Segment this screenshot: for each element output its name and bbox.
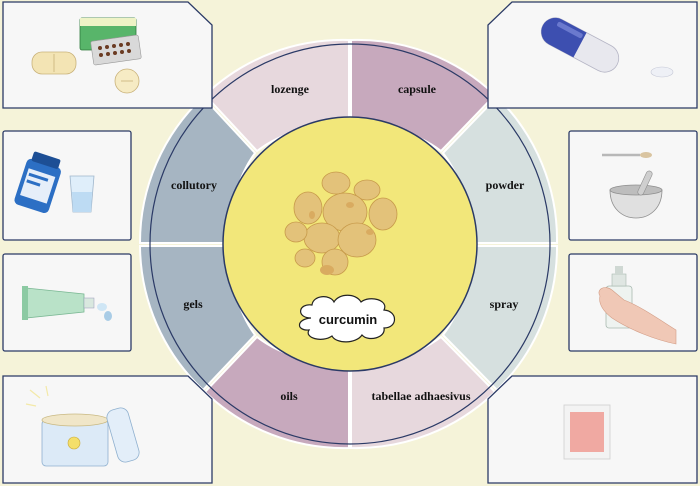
label-lozenge: lozenge [271,82,310,96]
tablets-blister-pack-icon [31,17,142,94]
ring-outline [149,43,551,445]
mortar-pestle-icon [602,152,663,219]
label-collutory: collutory [171,178,217,192]
adhesive-patch-icon [563,404,611,460]
curcumin-cloud: curcumin [298,294,396,343]
label-capsule: capsule [398,82,437,96]
mouthwash-bottle-icon [14,151,95,214]
center-label: curcumin [319,312,378,327]
capsule-icon [540,17,674,78]
ginger-root-icon [284,171,398,276]
label-gels: gels [183,297,203,311]
panel-spray [568,253,698,352]
label-spray: spray [490,297,519,311]
gel-tube-icon [22,286,112,321]
label-tabellae: tabellae adhaesivus [371,389,470,403]
ointment-jar-icon [25,385,140,467]
spray-bottle-icon [598,266,677,345]
label-oils: oils [280,389,298,403]
label-powder: powder [486,178,525,192]
